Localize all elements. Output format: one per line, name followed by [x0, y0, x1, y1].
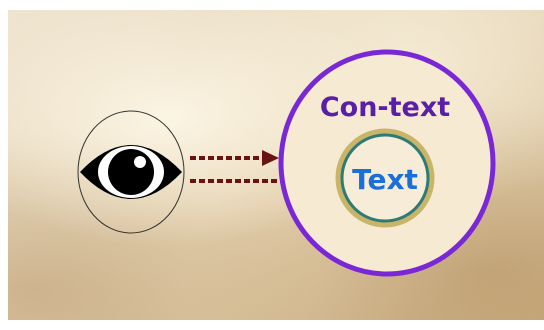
- text-label: Text: [352, 163, 418, 196]
- eye-group: [77, 110, 185, 234]
- context-label: Con-text: [320, 92, 450, 123]
- text-circle: Text: [335, 128, 435, 228]
- eye-icon: [80, 145, 182, 199]
- eye-circle: [77, 110, 185, 234]
- arrow-to-context: [190, 150, 279, 166]
